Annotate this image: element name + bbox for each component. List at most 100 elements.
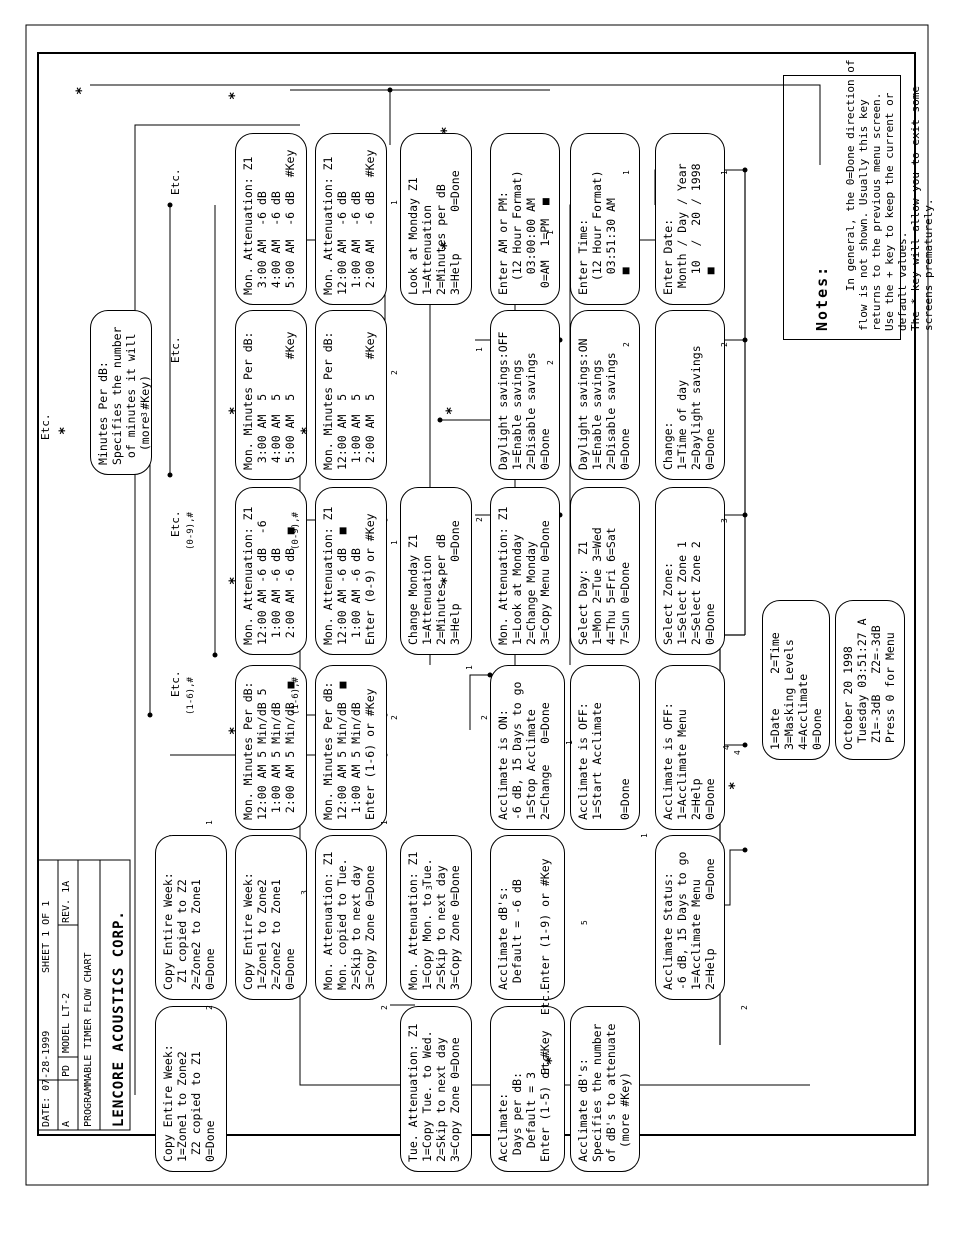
flow-label-3: 3	[140, 412, 149, 417]
page-border	[25, 24, 929, 1186]
flow-label-1: 1	[622, 170, 631, 175]
exit-star: *	[227, 726, 243, 735]
flow-label-2: 2	[546, 360, 555, 365]
node-mon-att-menu: Mon. Attenuation: Z1 1=Look at Monday 2=…	[490, 487, 560, 655]
node-select-day: Select Day: Z1 1=Mon 2=Tue 3=Wed 4=Thu 5…	[570, 487, 640, 655]
exit-star: *	[227, 576, 243, 585]
exit-star: *	[727, 781, 743, 790]
etc-label: Etc.	[39, 413, 52, 441]
node-mon-min-look1: Mon. Minutes Per dB: 12:00 AM 5 1:00 AM …	[315, 310, 387, 480]
node-main-screen: October 20 1998 Tuesday 03:51:27 A Z1=-3…	[835, 600, 905, 760]
etc-label: Etc.	[539, 988, 552, 1016]
title-size: A	[61, 1120, 72, 1127]
node-mon-min-edit: Mon. Minutes Per dB: 12:00 AM 5 Min/dB ■…	[315, 665, 387, 830]
key-range-label: (1-6),#	[291, 677, 301, 715]
flow-label-2: 2	[720, 342, 729, 347]
flow-label-1: 1	[390, 200, 399, 205]
flow-label-3: 3	[300, 890, 309, 895]
flow-label-1: 1	[546, 230, 555, 235]
flow-label-2: 2	[475, 517, 484, 522]
flow-label-1: 1	[640, 833, 649, 838]
flow-label-1: 1	[720, 170, 729, 175]
exit-star: *	[299, 426, 315, 435]
node-min-per-db-help: Minutes Per dB: Specifies the number of …	[90, 310, 152, 475]
flow-label-1: 1	[205, 820, 214, 825]
flow-label-1: 1	[475, 347, 484, 352]
flow-label-4: 4	[722, 745, 731, 750]
exit-star: *	[544, 1056, 560, 1065]
etc-label: Etc.	[169, 670, 182, 698]
node-acclimate-days: Acclimate: Days per dB: Default = 3 Ente…	[490, 1006, 565, 1172]
node-acclimate-on: Acclimate is ON: -6 dB, 15 Days to go 1=…	[490, 665, 565, 830]
flow-label-3: 3	[425, 885, 434, 890]
flow-label-2: 2	[480, 715, 489, 720]
node-change-monday: Change Monday Z1 1=Attenuation 2=Minutes…	[400, 487, 472, 655]
title-rev: REV. 1A	[61, 880, 72, 923]
etc-label: Etc.	[169, 510, 182, 538]
node-copy-week-3: Copy Entire Week: 1=Zone1 to Zone2 Z2 co…	[155, 1006, 227, 1172]
node-tue-att: Tue. Attenuation: Z1 1=Copy Tue. to Wed.…	[400, 1006, 472, 1172]
row7-connector	[90, 84, 821, 165]
node-enter-ampm: Enter AM or PM: (12 Hour Format) 03:00:0…	[490, 133, 560, 305]
title-by: PD	[61, 1064, 72, 1077]
node-mon-att-edit: Mon. Attenuation: Z1 12:00 AM -6 dB ■ 1:…	[315, 487, 387, 655]
node-mon-att-look2: Mon. Attenuation: Z1 3:00 AM -6 dB 4:00 …	[235, 133, 307, 305]
node-change-menu: Change: 1=Time of day 2=Daylight savings…	[655, 310, 725, 480]
exit-star: *	[444, 406, 460, 415]
flow-label-4: 4	[733, 750, 742, 755]
flow-label-2: 2	[390, 370, 399, 375]
node-acclimate-off: Acclimate is OFF: 1=Acclimate Menu 2=Hel…	[655, 665, 725, 830]
flow-label-1: 1	[380, 820, 389, 825]
node-mon-att-look1: Mon. Attenuation: Z1 12:00 AM -6 dB 1:00…	[315, 133, 387, 305]
node-select-zone: Select Zone: 1=Select Zone 1 2=Select Zo…	[655, 487, 725, 655]
title-drawing: PROGRAMMABLE TIMER FLOW CHART	[83, 952, 94, 1127]
node-copy-week-1: Copy Entire Week: Z1 copied to Z2 2=Zone…	[155, 835, 227, 1000]
row6-connector	[134, 124, 300, 1095]
node-mon-att-copy: Mon. Attenuation: Z1 1=Copy Mon. to Tue.…	[400, 835, 472, 1000]
flow-label-2: 2	[380, 1005, 389, 1010]
title-company: LENCORE ACOUSTICS CORP.	[111, 910, 127, 1127]
key-range-label: (0-9),#	[186, 512, 196, 550]
flow-label-2: 2	[390, 715, 399, 720]
flow-label-2: 2	[740, 1005, 749, 1010]
node-acclimate-help: Acclimate dB's: Specifies the number of …	[570, 1006, 640, 1172]
key-range-label: (0-9),#	[291, 512, 301, 550]
flow-label-3: 3	[720, 518, 729, 523]
flow-label-1: 1	[390, 540, 399, 545]
node-acclimate-dbs: Acclimate dB's: Default = -6 dB Enter (1…	[490, 835, 565, 1000]
node-daylight-off: Daylight savings:OFF 1=Enable savings 2=…	[490, 310, 560, 480]
notes-box: Notes: In general, the 0=Done direction …	[783, 59, 935, 340]
node-look-monday: Look at Monday Z1 1=Attenuation 2=Minute…	[400, 133, 472, 305]
node-copy-week-2: Copy Entire Week: 1=Zone1 to Zone2 2=Zon…	[235, 835, 307, 1000]
drawing-border	[37, 52, 916, 1136]
exit-star: *	[74, 86, 90, 95]
node-enter-time: Enter Time: (12 Hour Format) 03:51:30 AM…	[570, 133, 640, 305]
node-main-menu: 1=Date 2=Time 3=Masking Levels 4=Acclima…	[762, 600, 830, 760]
node-acclimate-status: Acclimate Status: -6 dB, 15 Days to go 1…	[655, 835, 725, 1000]
title-sheet: SHEET 1 OF 1	[41, 900, 52, 973]
node-acclimate-off-start: Acclimate is OFF: 1=Start Acclimate 0=Do…	[570, 665, 640, 830]
flow-label-1: 1	[565, 740, 574, 745]
node-enter-date: Enter Date: Month / Day / Year 10 / 20 /…	[655, 133, 725, 305]
etc-label: Etc.	[169, 336, 182, 364]
title-model: MODEL LT-2	[61, 992, 72, 1053]
exit-star: *	[439, 241, 455, 250]
row10-connector	[469, 674, 490, 730]
title-date: DATE: 07-28-1999	[41, 1030, 52, 1127]
node-mon-min-look2: Mon. Minutes Per dB: 3:00 AM 5 4:00 AM 5…	[235, 310, 307, 480]
exit-star: *	[57, 426, 73, 435]
exit-star: *	[439, 576, 455, 585]
exit-star: *	[227, 406, 243, 415]
notes-title: Notes:	[813, 264, 831, 331]
etc-label: Etc.	[169, 168, 182, 196]
title-block-frame	[37, 859, 131, 1131]
flow-label-2: 2	[622, 342, 631, 347]
exit-star: *	[227, 91, 243, 100]
notes-text: In general, the 0=Done direction of flow…	[844, 59, 935, 331]
node-daylight-on: Daylight savings:ON 1=Enable savings 2=D…	[570, 310, 640, 480]
key-range-label: (1-6),#	[186, 677, 196, 715]
node-mon-att-copied: Mon. Attenuation: Z1 Mon. copied to Tue.…	[315, 835, 387, 1000]
flow-label-1: 1	[465, 665, 474, 670]
